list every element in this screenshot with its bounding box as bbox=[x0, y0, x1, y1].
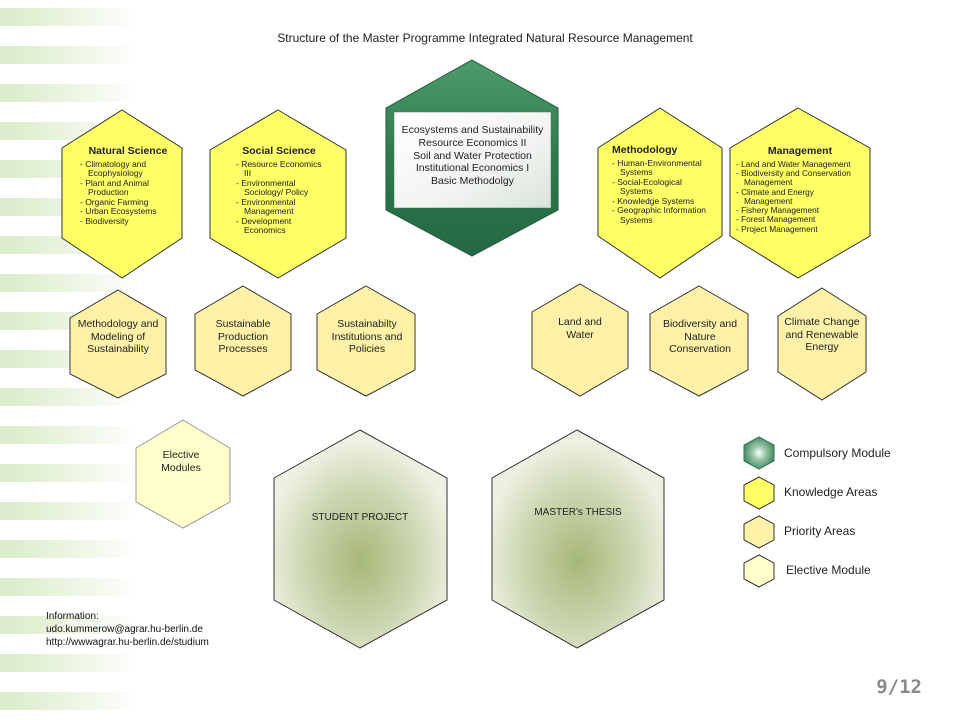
info-email: udo.kummerow@agrar.hu-berlin.de bbox=[46, 624, 203, 635]
background-stripe bbox=[0, 388, 140, 406]
legend-priority-label: Priority Areas bbox=[784, 524, 856, 538]
legend-knowledge-label: Knowledge Areas bbox=[784, 485, 878, 499]
natural-science-title: Natural Science bbox=[88, 145, 168, 157]
page-title: Structure of the Master Programme Integr… bbox=[277, 31, 693, 45]
management-title: Management bbox=[767, 145, 833, 157]
info-label: Information: bbox=[46, 611, 99, 622]
hexagon-priority-2 bbox=[194, 285, 292, 397]
methodology-title: Methodology bbox=[612, 144, 678, 156]
compulsory-text: Ecosystems and Sustainability Resource E… bbox=[394, 124, 551, 188]
legend-priority-swatch bbox=[743, 515, 775, 549]
list-item: - Plant and Animal Production bbox=[80, 177, 149, 198]
legend-compulsory-swatch bbox=[743, 436, 775, 470]
list-item: - Biodiversity and Conservation Manageme… bbox=[736, 168, 851, 188]
background-stripe bbox=[0, 464, 140, 482]
priority-label-1: Methodology and Modeling of Sustainabili… bbox=[77, 318, 159, 356]
background-stripe bbox=[0, 616, 140, 634]
list-item: - Human-Environmental Systems bbox=[612, 157, 702, 178]
background-stripe bbox=[0, 8, 140, 26]
priority-label-6: Climate Change and Renewable Energy bbox=[784, 316, 860, 354]
compulsory-line: Basic Methodolgy bbox=[431, 175, 514, 188]
management-content: Management - Land and Water Management -… bbox=[736, 145, 864, 234]
hexagon-priority-1 bbox=[69, 289, 167, 399]
background-stripe bbox=[0, 502, 140, 520]
list-item: - Project Management bbox=[736, 223, 818, 234]
hexagon-priority-6 bbox=[777, 287, 867, 401]
compulsory-inner-panel bbox=[393, 111, 552, 209]
natural-science-content: Natural Science - Climatology and Ecophy… bbox=[80, 145, 176, 226]
hexagon-management bbox=[729, 107, 871, 279]
background-stripe bbox=[0, 426, 140, 444]
info-url: http://wwwagrar.hu-berlin.de/studium bbox=[46, 637, 209, 648]
priority-label-3: Sustainabilty Institutions and Policies bbox=[331, 318, 403, 356]
list-item: - Climatology and Ecophysiology bbox=[80, 158, 147, 179]
compulsory-line: Resource Economics II bbox=[418, 136, 527, 149]
methodology-content: Methodology - Human-Environmental System… bbox=[612, 144, 710, 225]
list-item: - Development Economics bbox=[236, 215, 292, 236]
masters-thesis-label: MASTER's THESIS bbox=[534, 507, 622, 518]
list-item: - Resource Economics III bbox=[236, 158, 322, 179]
student-project-label: STUDENT PROJECT bbox=[311, 512, 409, 523]
hexagon-social-science bbox=[209, 109, 347, 279]
compulsory-line: Ecosystems and Sustainability bbox=[401, 124, 544, 136]
list-item: - Climate and Energy Management bbox=[736, 186, 814, 206]
background-stripe bbox=[0, 692, 140, 710]
hexagon-elective bbox=[135, 419, 231, 529]
compulsory-line: Institutional Economics I bbox=[415, 162, 530, 175]
priority-label-4: Land and Water bbox=[558, 316, 602, 341]
legend-knowledge-swatch bbox=[743, 476, 775, 510]
legend-elective-label: Elective Module bbox=[786, 563, 871, 577]
list-item: - Organic Farming bbox=[80, 196, 149, 207]
list-item: - Knowledge Systems bbox=[612, 195, 695, 206]
priority-label-2: Sustainable Production Processes bbox=[215, 318, 271, 356]
background-stripe bbox=[0, 654, 140, 672]
social-science-title: Social Science bbox=[242, 145, 316, 157]
page-number: 9/12 bbox=[876, 676, 922, 698]
background-stripe bbox=[0, 84, 140, 102]
information-block: Information: udo.kummerow@agrar.hu-berli… bbox=[46, 610, 209, 649]
background-stripe bbox=[0, 540, 140, 558]
list-item: - Biodiversity bbox=[80, 215, 129, 226]
list-item: - Environmental Sociology/ Policy bbox=[236, 177, 309, 198]
priority-label-5: Biodiversity and Nature Conservation bbox=[662, 318, 738, 356]
hexagon-priority-5 bbox=[649, 285, 749, 397]
elective-label: Elective Modules bbox=[161, 449, 201, 474]
list-item: - Land and Water Management bbox=[736, 158, 851, 169]
legend-elective-swatch bbox=[743, 554, 775, 588]
list-item: - Fishery Management bbox=[736, 205, 820, 216]
hexagon-methodology bbox=[597, 107, 723, 279]
hexagon-priority-3 bbox=[316, 285, 416, 397]
compulsory-line: Soil and Water Protection bbox=[413, 149, 532, 162]
background-stripe bbox=[0, 578, 140, 596]
social-science-content: Social Science - Resource Economics III … bbox=[236, 145, 322, 236]
hexagon-masters-thesis bbox=[491, 429, 665, 649]
hexagon-priority-4 bbox=[531, 283, 629, 397]
background-stripe bbox=[0, 274, 140, 292]
list-item: - Urban Ecosystems bbox=[80, 206, 157, 217]
hexagon-natural-science bbox=[61, 109, 183, 279]
list-item: - Environmental Management bbox=[236, 196, 296, 217]
hexagon-student-project bbox=[273, 429, 448, 649]
legend-compulsory-label: Compulsory Module bbox=[784, 446, 891, 460]
list-item: - Geographic Information Systems bbox=[612, 205, 707, 225]
background-stripe bbox=[0, 46, 140, 64]
list-item: - Social-Ecological Systems bbox=[612, 176, 682, 197]
list-item: - Forest Management bbox=[736, 214, 816, 225]
